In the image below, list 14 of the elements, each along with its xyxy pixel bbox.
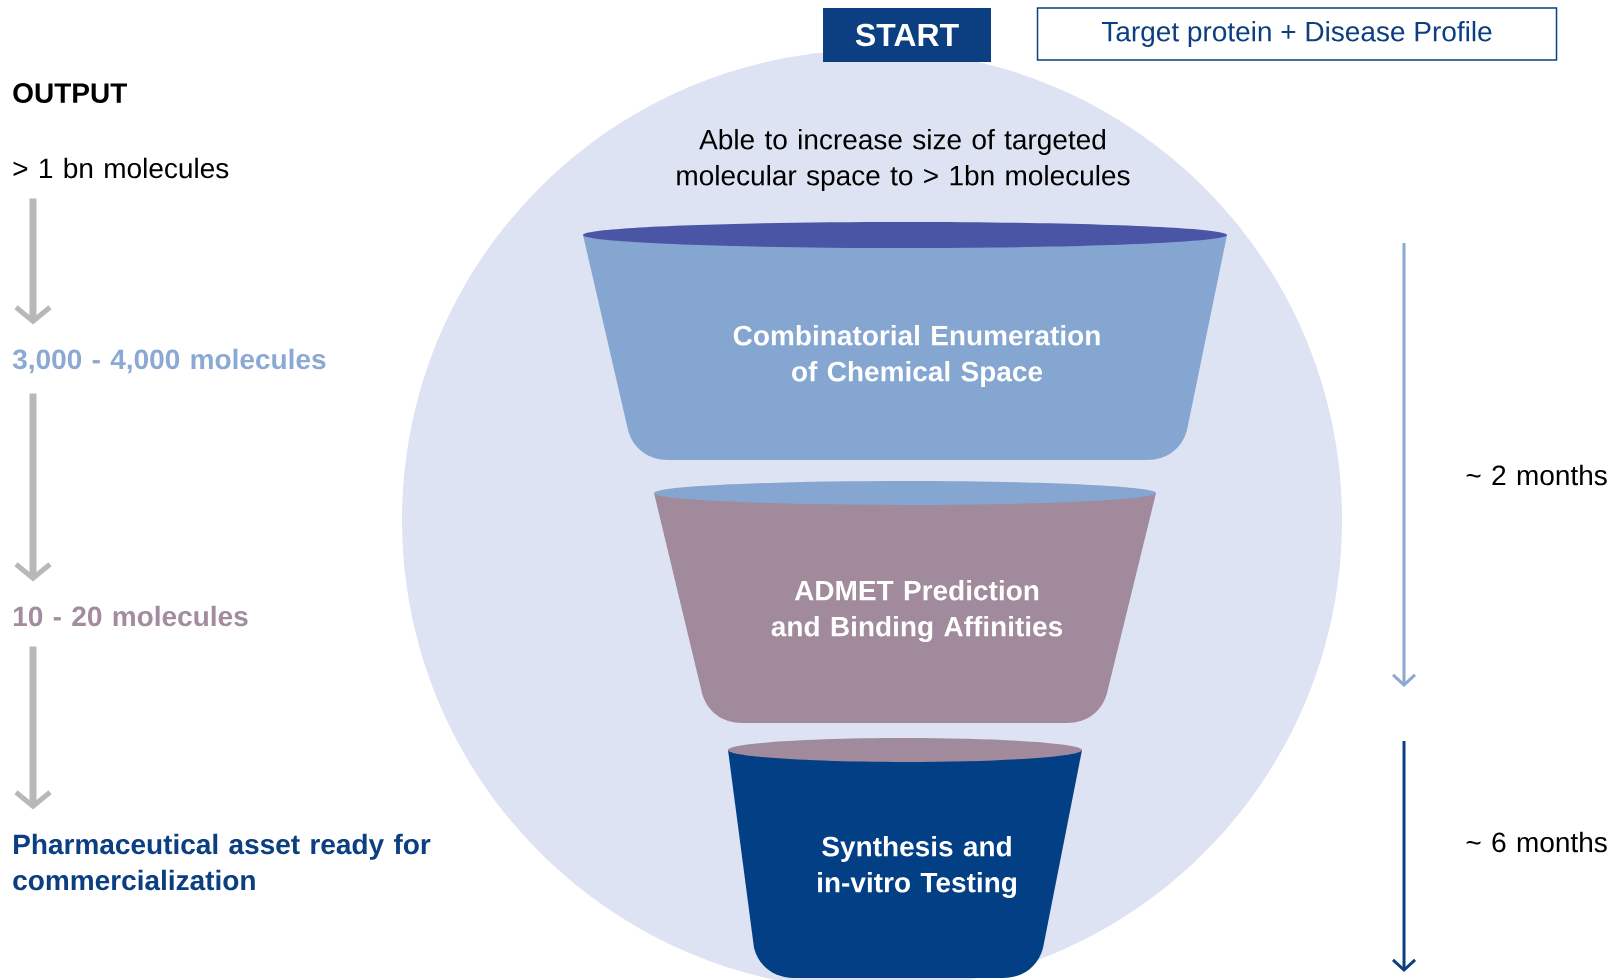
funnel-stage: ADMET Prediction and Binding Affinities [654,481,1156,723]
duration-text: ~ 6 months [1466,831,1607,853]
note-text: Able to increase size of targeted molecular space to > 1bn molecules [677,128,1130,192]
output-text: Pharmaceutical asset ready for commercialization [13,833,431,891]
input-box: Target protein + Disease Profile [1036,7,1558,61]
funnel-stage: Combinatorial Enumeration of Chemical Space [583,222,1227,460]
output-text: 10 - 20 molecules [13,605,248,627]
start-box: START [823,8,991,62]
output-text: 3,000 - 4,000 molecules [12,348,326,374]
arrow [14,393,52,582]
heading: OUTPUT [13,83,127,103]
duration-text: ~ 2 months [1466,464,1607,486]
funnel-stage: Synthesis and in-vitro Testing [728,738,1082,978]
output-text: > 1 bn molecules [13,157,229,179]
